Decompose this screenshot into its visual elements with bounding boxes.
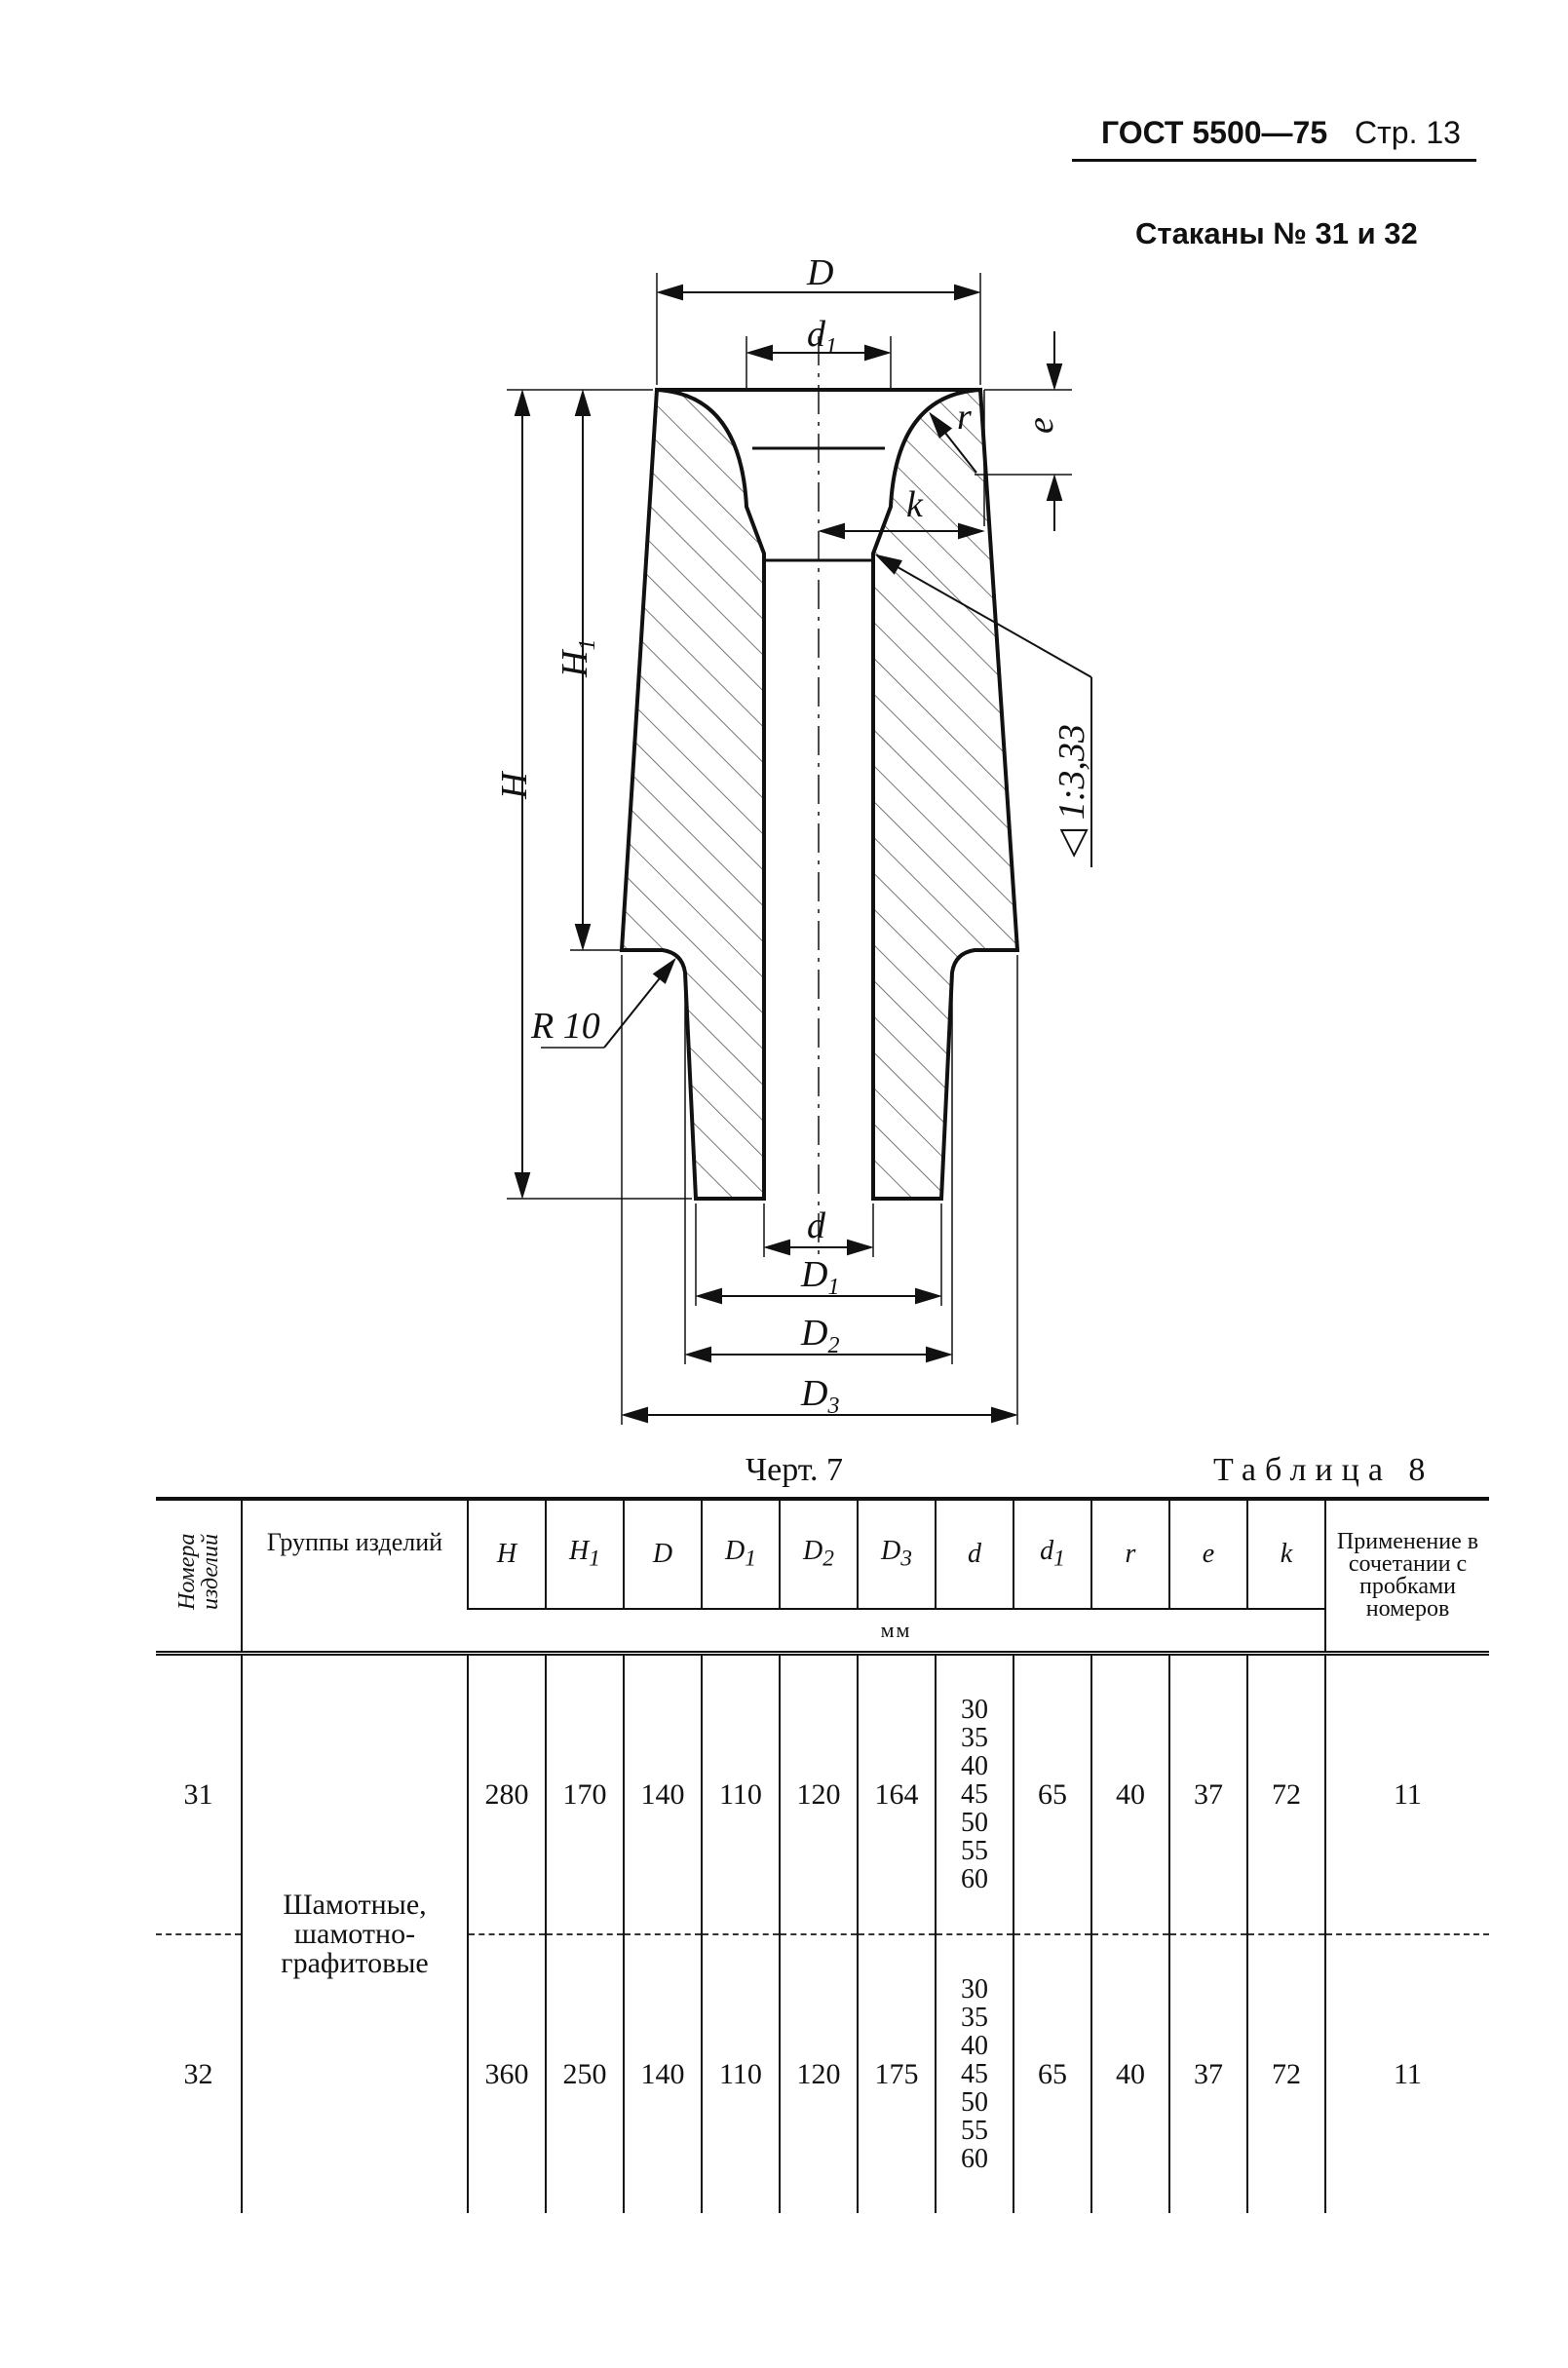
label-r: r: [957, 397, 972, 438]
header-item-number: Номера изделий: [156, 1497, 242, 1654]
cell-D3: 164: [857, 1651, 936, 1934]
label-d1: d1: [807, 314, 837, 360]
cell-group: Шамотные, шамотно-графитовые: [241, 1651, 468, 2213]
cell-D: 140: [623, 1933, 702, 2213]
cell-e: 37: [1168, 1651, 1247, 1934]
label-taper: ◁ 1:3,33: [1052, 724, 1092, 858]
cell-item-number: 31: [156, 1651, 242, 1934]
header-D3: D3: [857, 1497, 936, 1609]
cell-D: 140: [623, 1651, 702, 1934]
right-wall-section: [871, 387, 1020, 1201]
label-e: e: [1020, 417, 1061, 434]
page-number: Стр. 13: [1355, 115, 1461, 150]
header-D: D: [623, 1497, 702, 1609]
header-H1: H1: [545, 1497, 624, 1609]
label-D2: D2: [800, 1313, 839, 1358]
label-H: H: [494, 770, 535, 800]
figure-caption: Черт. 7: [746, 1452, 844, 1488]
cell-D2: 120: [779, 1933, 858, 2213]
table-row: 31 Шамотные, шамотно-графитовые 280 170 …: [156, 1651, 1489, 2213]
header-D1: D1: [701, 1497, 780, 1609]
left-wall-section: [619, 387, 766, 1201]
cell-application: 11: [1324, 1651, 1489, 1934]
header-group: Группы изделий: [241, 1497, 468, 1654]
header-units: мм: [468, 1608, 1325, 1654]
header-rule: [1072, 159, 1476, 162]
label-D3: D3: [800, 1373, 839, 1419]
cell-D2: 120: [779, 1651, 858, 1934]
label-D1: D1: [800, 1254, 839, 1300]
cell-r: 40: [1090, 1651, 1169, 1934]
header-D2: D2: [779, 1497, 858, 1609]
cell-H: 360: [467, 1933, 546, 2213]
cell-d1: 65: [1013, 1651, 1091, 1934]
header-e: e: [1168, 1497, 1247, 1609]
cell-H1: 170: [545, 1651, 624, 1934]
cell-H: 280: [467, 1651, 546, 1934]
header-k: k: [1246, 1497, 1325, 1609]
cell-D1: 110: [701, 1651, 780, 1934]
cell-r: 40: [1090, 1933, 1169, 2213]
header-d: d: [935, 1497, 1013, 1609]
standard-number: ГОСТ 5500—75: [1101, 115, 1328, 150]
cell-k: 72: [1246, 1651, 1325, 1934]
label-H1: H1: [555, 639, 600, 678]
cell-e: 37: [1168, 1933, 1247, 2213]
section-title: Стаканы № 31 и 32: [1135, 216, 1418, 250]
label-k: k: [906, 484, 924, 525]
cell-D1: 110: [701, 1933, 780, 2213]
technical-drawing: D d1 e r k ◁ 1:3,33 H H1 R 10 d D1 D2 D3: [494, 252, 1092, 1425]
label-d: d: [807, 1205, 826, 1246]
cell-k: 72: [1246, 1933, 1325, 2213]
cell-D3: 175: [857, 1933, 936, 2213]
cell-item-number: 32: [156, 1933, 242, 2213]
label-D: D: [806, 252, 833, 293]
cell-application: 11: [1324, 1933, 1489, 2213]
label-R10: R 10: [530, 1006, 600, 1047]
cell-d1: 65: [1013, 1933, 1091, 2213]
header-r: r: [1090, 1497, 1169, 1609]
cell-H1: 250: [545, 1933, 624, 2213]
header-d1: d1: [1013, 1497, 1091, 1609]
header-application: Применение в сочетании с пробками номеро…: [1324, 1497, 1489, 1654]
header-H: H: [467, 1497, 546, 1609]
dimensions-table: Номера изделий Группы изделий H H1 D D1 …: [156, 1497, 1489, 2213]
table-caption: Таблица 8: [1213, 1452, 1434, 1488]
